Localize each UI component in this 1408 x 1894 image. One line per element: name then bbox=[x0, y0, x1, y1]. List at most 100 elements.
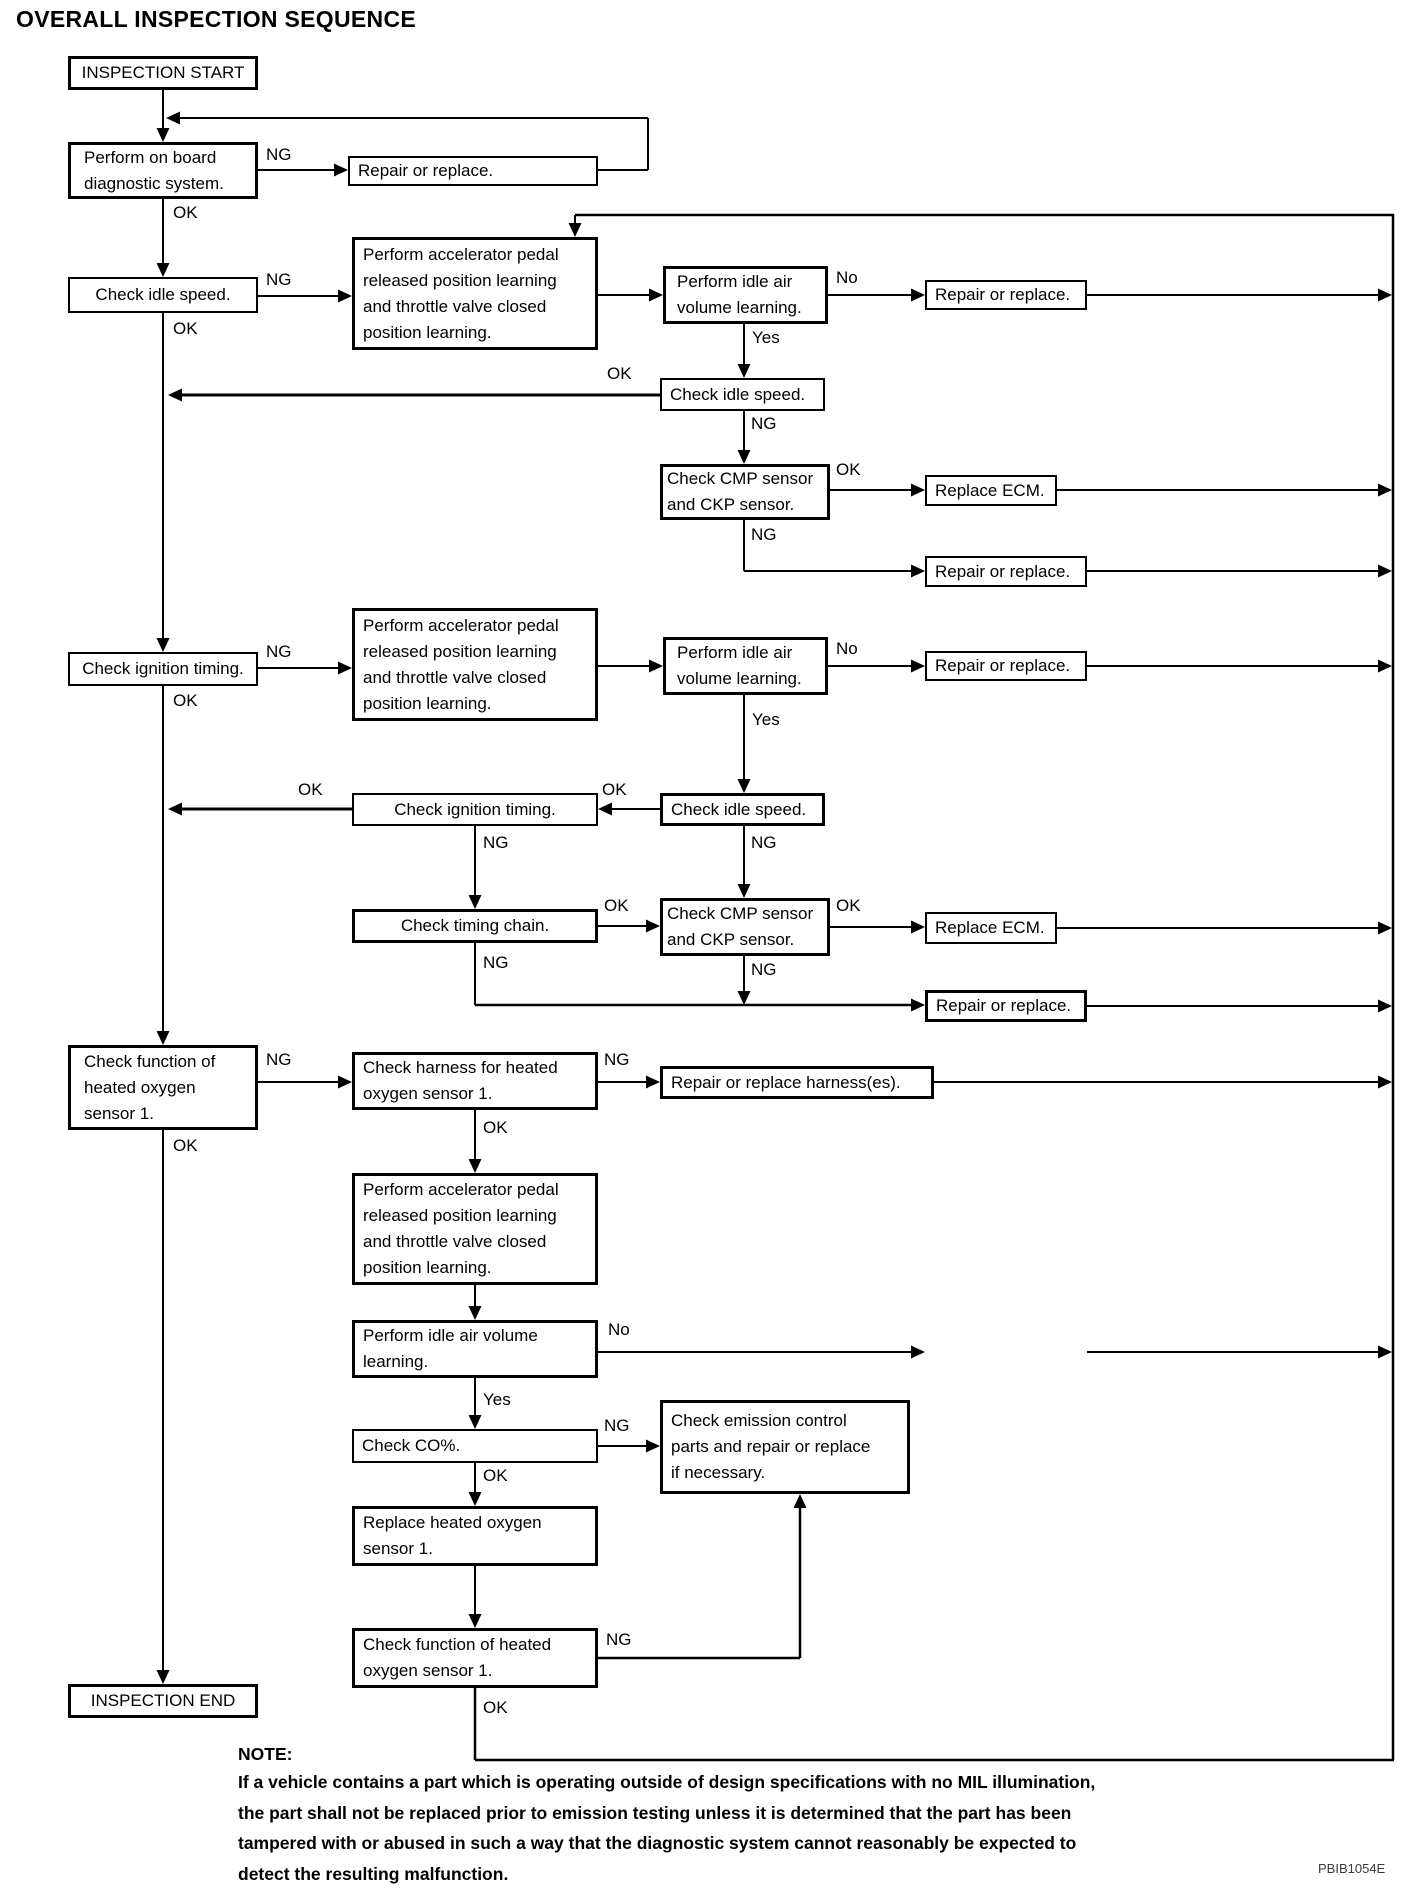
node-idle-air-volume-learning-1: Perform idle air volume learning. bbox=[663, 266, 828, 324]
arrowhead bbox=[468, 1492, 482, 1506]
arrowhead bbox=[338, 289, 352, 303]
arrowhead bbox=[646, 1075, 660, 1089]
arrowhead bbox=[737, 779, 751, 793]
node-check-idle-speed-1: Check idle speed. bbox=[68, 277, 258, 313]
node-inspection-start: INSPECTION START bbox=[68, 56, 258, 90]
edge-label-ng: NG bbox=[751, 525, 777, 544]
node-replace-o2-sensor: Replace heated oxygen sensor 1. bbox=[352, 1506, 598, 1566]
arrowhead bbox=[737, 450, 751, 464]
edge-label-ok: OK bbox=[483, 1698, 508, 1717]
edge-label-ok: OK bbox=[836, 896, 861, 915]
node-check-idle-speed-3: Check idle speed. bbox=[660, 793, 825, 826]
node-inspection-end: INSPECTION END bbox=[68, 1684, 258, 1718]
node-check-co: Check CO%. bbox=[352, 1429, 598, 1463]
edge-label-yes: Yes bbox=[752, 710, 780, 729]
node-repair-or-replace-4: Repair or replace. bbox=[925, 651, 1087, 681]
figure-code: PBIB1054E bbox=[1318, 1861, 1386, 1876]
node-check-ignition-timing-1: Check ignition timing. bbox=[68, 652, 258, 686]
arrowhead bbox=[1378, 564, 1392, 578]
edge-label-ng: NG bbox=[751, 960, 777, 979]
node-perform-obd: Perform on board diagnostic system. bbox=[68, 142, 258, 199]
arrowhead bbox=[1378, 1345, 1392, 1359]
arrowhead bbox=[598, 802, 612, 816]
edge-label-no: No bbox=[608, 1320, 630, 1339]
node-cmp-ckp-sensor-2: Check CMP sensor and CKP sensor. bbox=[660, 898, 830, 956]
arrowhead bbox=[168, 388, 182, 402]
arrowhead bbox=[737, 364, 751, 378]
page-title: OVERALL INSPECTION SEQUENCE bbox=[16, 6, 417, 32]
arrowhead bbox=[156, 128, 170, 142]
node-accel-pedal-learning-3: Perform accelerator pedal released posit… bbox=[352, 1173, 598, 1285]
edge-label-ng: NG bbox=[604, 1416, 630, 1435]
arrowhead bbox=[338, 1075, 352, 1089]
arrowhead bbox=[568, 223, 582, 237]
arrowhead bbox=[911, 920, 925, 934]
edge-label-ng: NG bbox=[266, 642, 292, 661]
edge-label-ng: NG bbox=[266, 145, 292, 164]
edge-label-yes: Yes bbox=[752, 328, 780, 347]
node-repair-or-replace-3: Repair or replace. bbox=[925, 556, 1087, 587]
arrowhead bbox=[156, 263, 170, 277]
edge-label-ng: NG bbox=[266, 1050, 292, 1069]
edge-label-yes: Yes bbox=[483, 1390, 511, 1409]
edge-label-ok: OK bbox=[836, 460, 861, 479]
arrowhead bbox=[911, 659, 925, 673]
node-repair-or-replace-2: Repair or replace. bbox=[925, 280, 1087, 310]
edge-label-ok: OK bbox=[604, 896, 629, 915]
edge-label-ng: NG bbox=[483, 833, 509, 852]
arrowhead bbox=[793, 1494, 807, 1508]
arrowhead bbox=[911, 1345, 925, 1359]
edge-label-ng: NG bbox=[266, 270, 292, 289]
node-emission-control-check: Check emission control parts and repair … bbox=[660, 1400, 910, 1494]
node-repair-or-replace-1: Repair or replace. bbox=[348, 156, 598, 186]
edge-label-ok: OK bbox=[483, 1118, 508, 1137]
arrowhead bbox=[649, 659, 663, 673]
arrowhead bbox=[911, 288, 925, 302]
arrowhead bbox=[338, 661, 352, 675]
arrowhead bbox=[737, 991, 751, 1005]
arrowhead bbox=[156, 638, 170, 652]
node-idle-air-volume-learning-3: Perform idle air volume learning. bbox=[352, 1320, 598, 1378]
edge-label-ok: OK bbox=[173, 319, 198, 338]
arrowhead bbox=[911, 998, 925, 1012]
edge-label-ok: OK bbox=[173, 203, 198, 222]
edge-label-no: No bbox=[836, 639, 858, 658]
note-block: NOTE: If a vehicle contains a part which… bbox=[238, 1742, 1402, 1889]
arrowhead bbox=[468, 1415, 482, 1429]
node-replace-ecm-2: Replace ECM. bbox=[925, 912, 1057, 944]
arrowhead bbox=[1378, 659, 1392, 673]
arrowhead bbox=[1378, 1075, 1392, 1089]
arrowhead bbox=[1378, 288, 1392, 302]
arrowhead bbox=[468, 1614, 482, 1628]
edge-label-ok: OK bbox=[173, 691, 198, 710]
edge-label-ng: NG bbox=[483, 953, 509, 972]
arrowhead bbox=[468, 1159, 482, 1173]
node-o2-sensor-function-1: Check function of heated oxygen sensor 1… bbox=[68, 1045, 258, 1130]
arrowhead bbox=[911, 483, 925, 497]
edge-label-no: No bbox=[836, 268, 858, 287]
arrowhead bbox=[911, 564, 925, 578]
arrowhead bbox=[166, 111, 180, 125]
node-check-idle-speed-2: Check idle speed. bbox=[660, 378, 825, 411]
edge-label-ok: OK bbox=[298, 780, 323, 799]
node-o2-harness-check: Check harness for heated oxygen sensor 1… bbox=[352, 1052, 598, 1110]
arrowhead bbox=[156, 1031, 170, 1045]
edge-label-ok: OK bbox=[607, 364, 632, 383]
arrowhead bbox=[168, 802, 182, 816]
note-body: If a vehicle contains a part which is op… bbox=[238, 1772, 1096, 1884]
edge-label-ng: NG bbox=[606, 1630, 632, 1649]
edge-label-ng: NG bbox=[604, 1050, 630, 1069]
node-o2-sensor-function-2: Check function of heated oxygen sensor 1… bbox=[352, 1628, 598, 1688]
edge-label-ok: OK bbox=[173, 1136, 198, 1155]
arrowhead bbox=[468, 895, 482, 909]
arrowhead bbox=[646, 1439, 660, 1453]
node-replace-ecm-1: Replace ECM. bbox=[925, 475, 1057, 506]
arrowhead bbox=[1378, 921, 1392, 935]
node-repair-or-replace-5: Repair or replace. bbox=[925, 990, 1087, 1022]
edge-label-ok: OK bbox=[602, 780, 627, 799]
node-check-timing-chain: Check timing chain. bbox=[352, 909, 598, 943]
arrowhead bbox=[334, 163, 348, 177]
arrowhead bbox=[649, 288, 663, 302]
arrowhead bbox=[646, 919, 660, 933]
